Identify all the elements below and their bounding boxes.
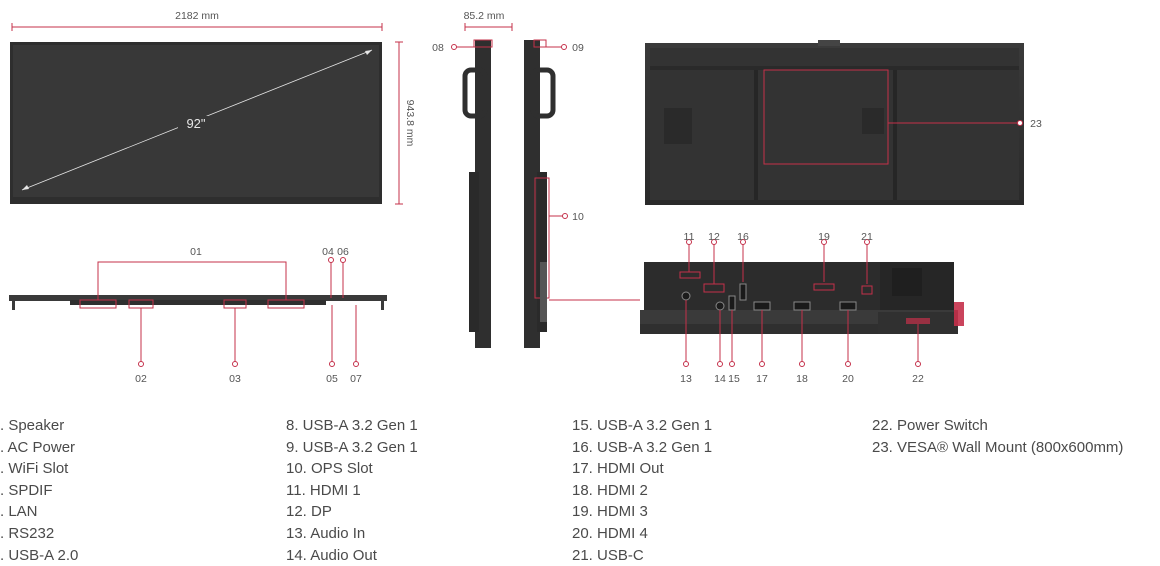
side-view-left: 85.2 mm 08 [432,10,513,348]
legend-item: 15. USB-A 3.2 Gen 1 [572,417,713,434]
height-dimension: 943.8 mm [404,100,416,147]
legend-column-1: . Speaker . AC Power . WiFi Slot . SPDIF… [0,415,78,566]
legend-item: . WiFi Slot [0,460,69,478]
svg-text:06: 06 [337,246,349,258]
product-drawings: 2182 mm 92" 943.8 mm 01 02 03 04 [9,10,1042,385]
vesa-mount-box [763,69,889,165]
legend-column-3: 15. USB-A 3.2 Gen 1 16. USB-A 3.2 Gen 1 … [572,415,712,566]
legend-item: 18. HDMI 2 [572,481,648,499]
speaker-left [79,299,117,309]
legend-item: 9. USB-A 3.2 Gen 1 [286,438,418,456]
legend-item: 16. USB-A 3.2 Gen 1 [572,438,713,456]
svg-text:17: 17 [756,373,768,385]
depth-dimension: 85.2 mm [464,10,505,22]
svg-text:12: 12 [708,231,720,243]
svg-text:20: 20 [842,373,854,385]
legend-item: . Speaker [0,417,65,434]
legend-item: 23. VESA® Wall Mount (800x600mm) [872,438,1124,456]
legend-item: . AC Power [0,438,76,456]
svg-text:01: 01 [190,246,202,258]
svg-text:22: 22 [912,373,924,385]
legend-column-2: 8. USB-A 3.2 Gen 1 9. USB-A 3.2 Gen 1 10… [286,415,418,566]
svg-text:11: 11 [684,231,695,243]
speaker-right [267,299,305,309]
svg-text:07: 07 [350,373,362,385]
svg-text:16: 16 [737,231,749,243]
legend-item: . SPDIF [0,481,53,499]
front-view: 2182 mm 92" 943.8 mm [10,10,416,205]
svg-text:02: 02 [135,373,147,385]
svg-text:05: 05 [326,373,338,385]
rear-view: 23 [645,40,1042,205]
handle-right [530,67,556,119]
svg-text:21: 21 [861,231,873,243]
legend-item: . LAN [0,503,38,521]
legend-item: 13. Audio In [286,524,366,542]
svg-text:23: 23 [1030,118,1042,130]
legend-item: 22. Power Switch [872,417,988,434]
svg-text:09: 09 [572,42,584,54]
svg-text:04: 04 [322,246,334,258]
svg-text:03: 03 [229,373,241,385]
port-panel: 11 12 16 19 21 13 14 15 [640,231,964,385]
legend-item: 20. HDMI 4 [572,524,648,542]
svg-text:08: 08 [432,42,444,54]
handle-left [462,67,488,119]
bottom-view: 01 02 03 04 06 05 07 [9,246,387,385]
svg-text:10: 10 [572,211,584,223]
legend-item: 10. OPS Slot [286,460,373,478]
legend-item: 19. HDMI 3 [572,503,648,521]
display-bottom-edge [9,295,387,301]
legend-item: 12. DP [286,503,332,521]
svg-text:14: 14 [714,373,726,385]
width-dimension: 2182 mm [175,10,219,22]
legend-item: . USB-A 2.0 [0,546,79,564]
legend-item: 11. HDMI 1 [286,481,361,499]
svg-text:18: 18 [796,373,808,385]
legend-item: 14. Audio Out [286,546,377,564]
legend-item: 21. USB-C [572,546,644,564]
legend-item: 8. USB-A 3.2 Gen 1 [286,417,418,434]
svg-text:19: 19 [818,231,830,243]
svg-text:15: 15 [728,373,740,385]
power-switch [906,318,930,324]
legend-item: . RS232 [0,524,55,542]
svg-text:13: 13 [680,373,692,385]
legend-item: 17. HDMI Out [572,460,664,478]
legend-column-4: 22. Power Switch 23. VESA® Wall Mount (8… [872,415,1123,458]
diagonal-size: 92" [186,116,205,131]
side-view-right: 09 10 [524,39,640,348]
